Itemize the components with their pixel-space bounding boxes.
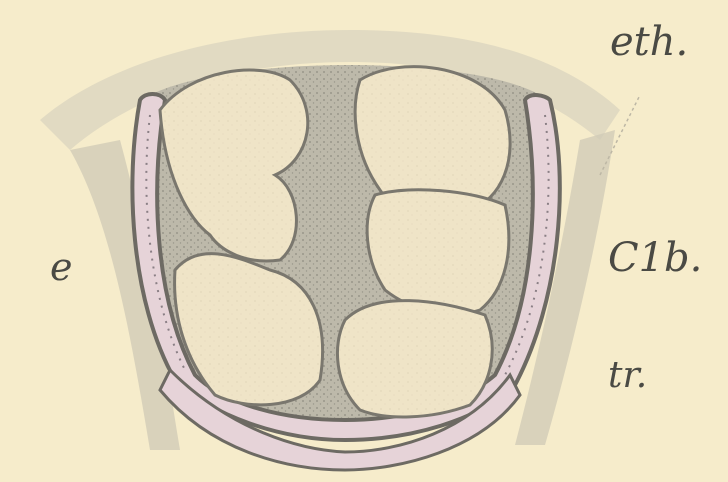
right-lower-lobe bbox=[337, 301, 492, 417]
label-e: e bbox=[50, 248, 73, 286]
label-c1b: C1b. bbox=[608, 238, 702, 278]
label-tr: tr. bbox=[608, 358, 647, 394]
label-eth: eth. bbox=[610, 22, 688, 62]
